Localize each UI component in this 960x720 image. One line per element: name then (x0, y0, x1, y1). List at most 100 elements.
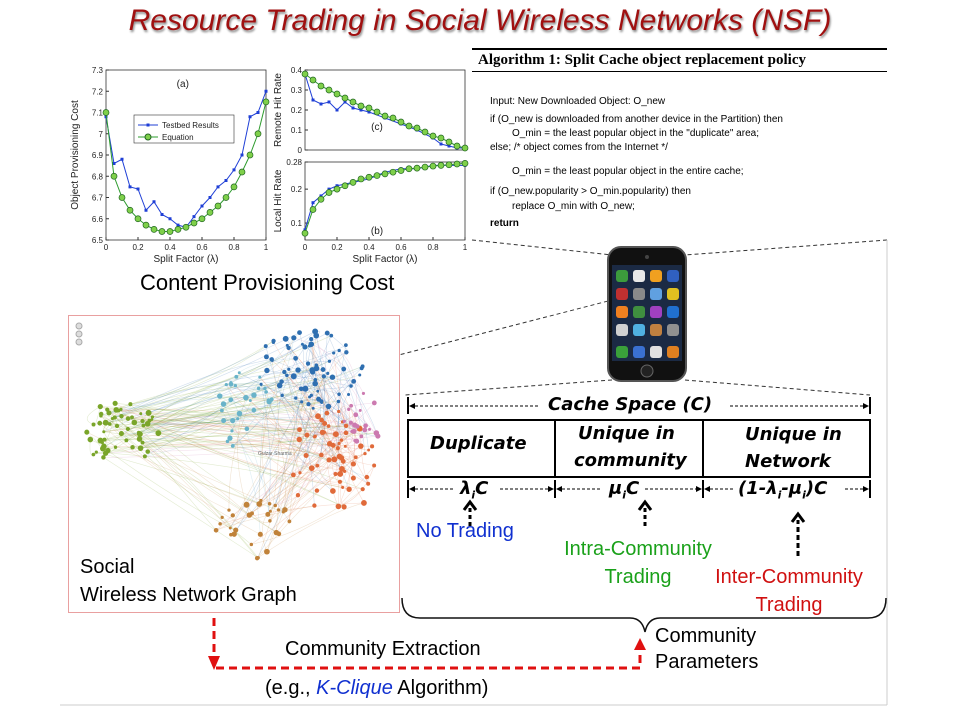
graph-edge (142, 435, 316, 449)
data-point (224, 179, 228, 182)
data-point (413, 124, 421, 132)
graph-edge (338, 465, 375, 507)
data-point (208, 196, 212, 199)
graph-edge (118, 408, 347, 434)
data-point (110, 172, 118, 180)
graph-node (290, 472, 296, 478)
graph-edge (143, 425, 363, 490)
graph-node (300, 400, 304, 404)
graph-node (287, 367, 291, 371)
app-icon (633, 288, 645, 300)
graph-node (342, 469, 347, 473)
graph-edge (256, 502, 365, 559)
graph-edge (100, 406, 325, 433)
data-point (397, 167, 405, 174)
x-axis-label: Split Factor (λ) (352, 254, 417, 265)
graph-node (322, 430, 327, 435)
graph-node (319, 399, 324, 404)
graph-edge (151, 419, 354, 435)
graph-edge (266, 356, 354, 382)
graph-edge (158, 418, 238, 434)
data-point (447, 144, 451, 148)
graph-edge (139, 433, 250, 516)
graph-edge (118, 410, 355, 428)
graph-edge (273, 342, 365, 504)
graph-edge (126, 359, 272, 441)
graph-node (119, 414, 124, 419)
graph-node (368, 427, 371, 431)
graph-edge (293, 453, 366, 476)
graph-edge (300, 388, 308, 403)
data-point (152, 200, 156, 204)
graph-node (336, 453, 343, 460)
graph-edge (215, 459, 330, 531)
graph-edge (256, 406, 329, 559)
graph-node (306, 401, 311, 407)
data-point (160, 213, 164, 216)
graph-node (361, 391, 366, 396)
graph-edge (105, 385, 280, 424)
graph-node (350, 461, 356, 467)
graph-node (230, 429, 234, 433)
data-point (264, 89, 268, 93)
graph-node (337, 441, 341, 446)
graph-edge (138, 398, 319, 433)
graph-edge (348, 453, 366, 490)
graph-edge (317, 391, 369, 484)
graph-edge (343, 368, 377, 434)
graph-node (234, 374, 239, 379)
graph-node (331, 456, 338, 463)
x-tick-label: 0.8 (427, 243, 439, 252)
legend-label: Equation (162, 133, 194, 142)
graph-edge (158, 432, 363, 490)
graph-edge (102, 358, 296, 449)
graph-node (282, 369, 287, 375)
data-point (341, 182, 349, 190)
data-point (317, 195, 325, 203)
cache-col2-line2: community (574, 450, 687, 471)
graph-edge (235, 401, 339, 531)
graph-edge (126, 428, 316, 441)
data-point (325, 86, 333, 94)
y-tick-label: 0.1 (291, 126, 303, 135)
graph-node (293, 355, 298, 361)
data-point (437, 162, 445, 169)
graph-edge (314, 402, 375, 437)
data-point (389, 114, 397, 122)
graph-edge (305, 433, 336, 456)
graph-edge (259, 428, 360, 505)
graph-edge (139, 438, 217, 531)
x-tick-label: 1 (264, 243, 269, 252)
graph-edge (260, 405, 352, 501)
data-point (230, 183, 238, 191)
graph-edge (259, 391, 267, 504)
graph-edge (152, 399, 319, 418)
graph-edge (231, 332, 300, 431)
data-point (168, 217, 172, 221)
graph-node (319, 417, 325, 423)
panel-label: (b) (371, 226, 383, 237)
app-icon (633, 270, 645, 282)
graph-node (351, 378, 357, 384)
graph-edge (100, 407, 314, 441)
data-point (311, 98, 315, 102)
graph-edge (226, 384, 312, 469)
graph-node (291, 335, 297, 341)
intra-trading-label: Intra-Community Trading (548, 535, 728, 591)
graph-node (155, 431, 161, 437)
graph-edge (266, 370, 352, 387)
app-icon (633, 306, 645, 318)
graph-node (333, 471, 338, 477)
algo-line-5: O_min = the least popular object in the … (512, 166, 744, 177)
dim-duplicate: λiC (460, 478, 489, 502)
graph-edge (328, 421, 343, 461)
graph-node (313, 332, 320, 339)
dock-icon (633, 346, 645, 358)
data-point (365, 173, 373, 181)
graph-edge (230, 399, 334, 492)
graph-edge (151, 419, 339, 449)
graph-node (302, 385, 309, 392)
algo-line-3: O_min = the least popular object in the … (512, 128, 759, 139)
graph-edge (342, 421, 362, 437)
y-tick-label: 6.7 (92, 194, 104, 203)
